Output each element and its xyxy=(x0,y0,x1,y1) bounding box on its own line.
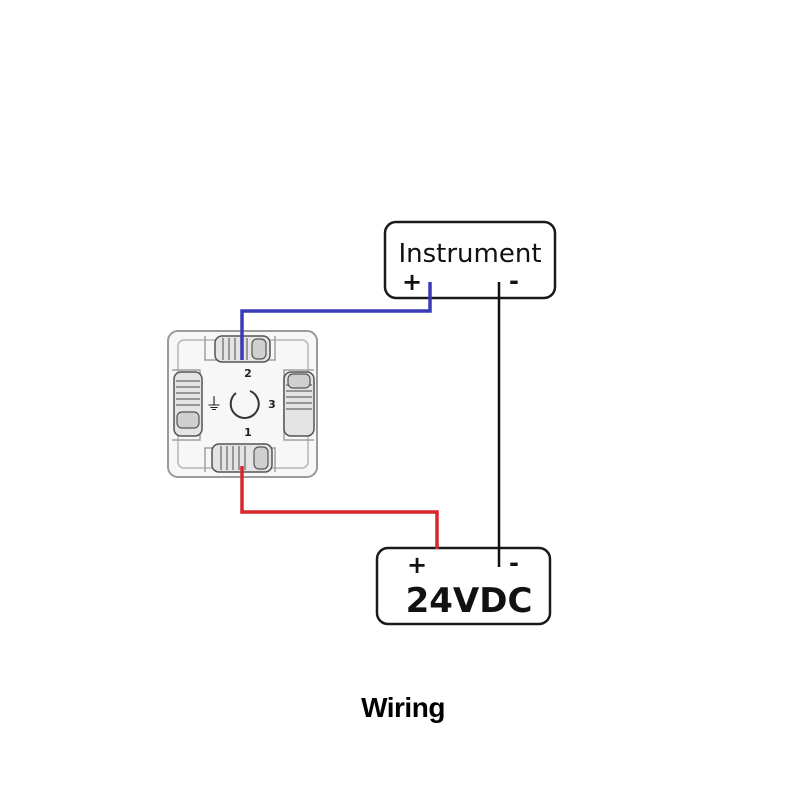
terminal-3-label: 3 xyxy=(268,398,276,411)
supply-minus-label: - xyxy=(509,549,519,577)
instrument-minus-label: - xyxy=(509,267,519,295)
diagram-caption: Wiring xyxy=(361,692,445,723)
instrument-label: Instrument xyxy=(398,239,541,269)
blue-wire xyxy=(240,282,432,360)
terminal-2-label: 2 xyxy=(244,367,252,380)
center-key-icon xyxy=(229,390,260,419)
instrument-plus-label: + xyxy=(402,268,422,296)
ground-terminal-screw xyxy=(173,371,203,437)
supply-label: 24VDC xyxy=(406,581,533,621)
connector-plug: 2 3 1 ⏚ xyxy=(167,330,318,478)
supply-plus-label: + xyxy=(407,551,427,579)
ground-symbol-icon: ⏚ xyxy=(206,395,223,415)
power-supply-box: + - 24VDC xyxy=(375,546,552,626)
terminal-1-label: 1 xyxy=(244,426,252,439)
instrument-box: Instrument + - xyxy=(383,220,557,300)
red-wire xyxy=(240,466,439,549)
terminal-3-screw xyxy=(283,371,315,437)
